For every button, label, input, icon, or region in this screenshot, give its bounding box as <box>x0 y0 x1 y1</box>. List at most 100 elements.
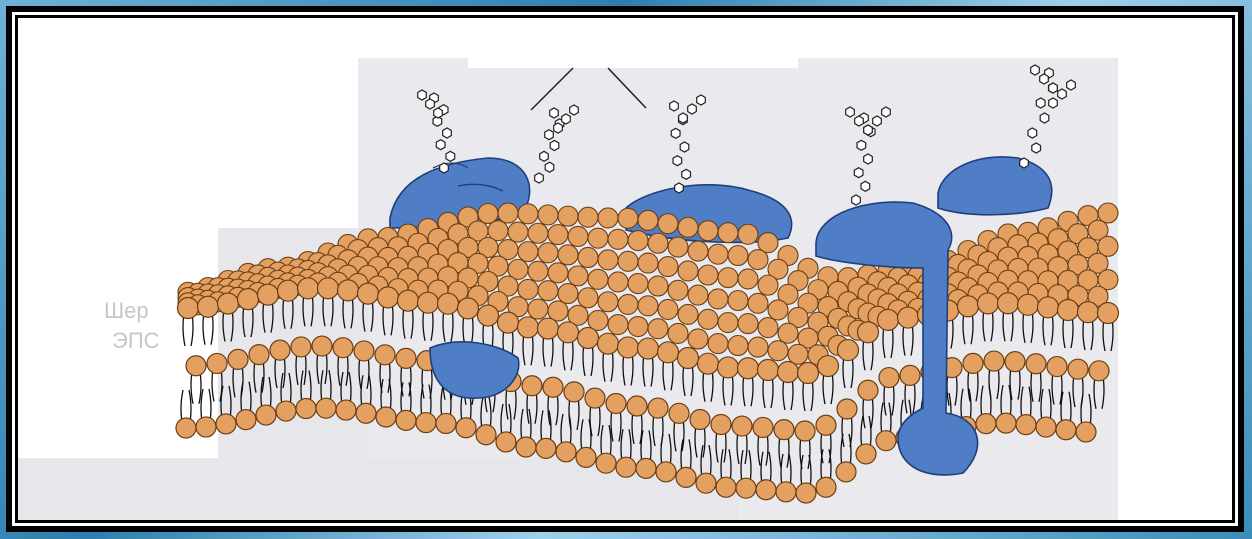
lipid-head <box>818 356 839 377</box>
lipid-head <box>718 313 738 333</box>
lipid-head <box>598 250 618 270</box>
sugar-unit <box>1032 143 1041 153</box>
lipid-head <box>778 362 799 383</box>
lipid-head <box>627 396 647 416</box>
lipid-head <box>608 272 628 292</box>
lipid-head <box>606 394 626 414</box>
lipid-head <box>678 304 698 324</box>
lipid-head <box>608 315 628 335</box>
lipid-head <box>688 285 708 305</box>
lipid-head <box>498 312 519 333</box>
sugar-unit <box>446 151 455 161</box>
lipid-head <box>498 203 518 223</box>
lipid-head <box>768 341 788 361</box>
lipid-head <box>708 334 728 354</box>
sugar-unit <box>1049 83 1058 93</box>
lipid-head <box>396 348 416 368</box>
lipid-head <box>756 480 776 500</box>
lipid-head <box>698 221 718 241</box>
lipid-head <box>278 280 299 301</box>
lipid-head <box>648 233 668 253</box>
lipid-head <box>585 388 605 408</box>
lipid-head <box>976 414 996 434</box>
lipid-head <box>728 246 748 266</box>
lipid-head <box>658 257 678 277</box>
lipid-head <box>375 345 395 365</box>
lipid-head <box>638 296 658 316</box>
lipid-head <box>688 241 708 261</box>
lipid-head <box>536 438 556 458</box>
lipid-head <box>958 296 979 317</box>
lipid-head <box>858 322 879 343</box>
lipid-head <box>837 399 857 419</box>
lipid-head <box>358 283 379 304</box>
lipid-head <box>538 205 558 225</box>
lipid-head <box>736 478 756 498</box>
sugar-unit <box>675 183 684 193</box>
lipid-head <box>296 398 316 418</box>
sugar-unit <box>680 142 689 152</box>
lipid-head <box>708 244 728 264</box>
lipid-head <box>1047 357 1067 377</box>
lipid-head <box>508 222 528 242</box>
lipid-head <box>518 204 538 224</box>
lipid-head <box>879 368 899 388</box>
lipid-head <box>696 473 716 493</box>
lipid-head <box>336 400 356 420</box>
lipid-head <box>1098 303 1119 324</box>
lipid-head <box>207 353 227 373</box>
lipid-head <box>669 403 689 423</box>
lipid-head <box>436 413 456 433</box>
sugar-unit <box>855 116 864 126</box>
sugar-unit <box>1031 65 1040 75</box>
phospholipid <box>198 296 219 345</box>
lipid-head <box>548 225 568 245</box>
sugar-unit <box>697 95 706 105</box>
sugar-unit <box>671 128 680 138</box>
lipid-head <box>176 418 196 438</box>
lipid-head <box>518 317 539 338</box>
lipid-head <box>753 417 773 437</box>
lipid-head <box>238 289 259 310</box>
lipid-head <box>878 309 899 330</box>
lipid-head <box>478 305 499 326</box>
lipid-head <box>838 340 859 361</box>
lipid-head <box>638 210 658 230</box>
lipid-head <box>276 401 296 421</box>
lipid-head <box>538 243 558 263</box>
phospholipid <box>176 390 196 438</box>
lipid-head <box>748 337 768 357</box>
lipid-head <box>984 351 1004 371</box>
lipid-head <box>678 348 699 369</box>
lipid-head <box>656 462 676 482</box>
lipid-head <box>558 284 578 304</box>
sugar-unit <box>554 123 563 133</box>
lipid-head <box>748 293 768 313</box>
lipid-head <box>228 349 248 369</box>
sugar-unit <box>1020 158 1029 168</box>
lipid-head <box>312 336 332 356</box>
lipid-head <box>528 261 548 281</box>
lipid-head <box>438 293 459 314</box>
sugar-unit <box>1049 98 1058 108</box>
lipid-head <box>1018 294 1039 315</box>
lipid-head <box>668 280 688 300</box>
lipid-head <box>796 483 816 503</box>
lipid-head <box>596 453 616 473</box>
lipid-head <box>418 292 439 313</box>
lipid-head <box>298 278 319 299</box>
lipid-head <box>578 288 598 308</box>
lipid-head <box>578 328 599 349</box>
lipid-head <box>816 477 836 497</box>
lipid-head <box>628 274 648 294</box>
lipid-head <box>578 207 598 227</box>
lipid-head <box>618 208 638 228</box>
lipid-head <box>738 224 758 244</box>
sugar-unit <box>545 130 554 140</box>
lipid-head <box>618 337 639 358</box>
lipid-head <box>1058 299 1079 320</box>
lipid-head <box>698 353 719 374</box>
lipid-head <box>270 340 290 360</box>
sugar-unit <box>535 173 544 183</box>
sugar-unit <box>1067 80 1076 90</box>
